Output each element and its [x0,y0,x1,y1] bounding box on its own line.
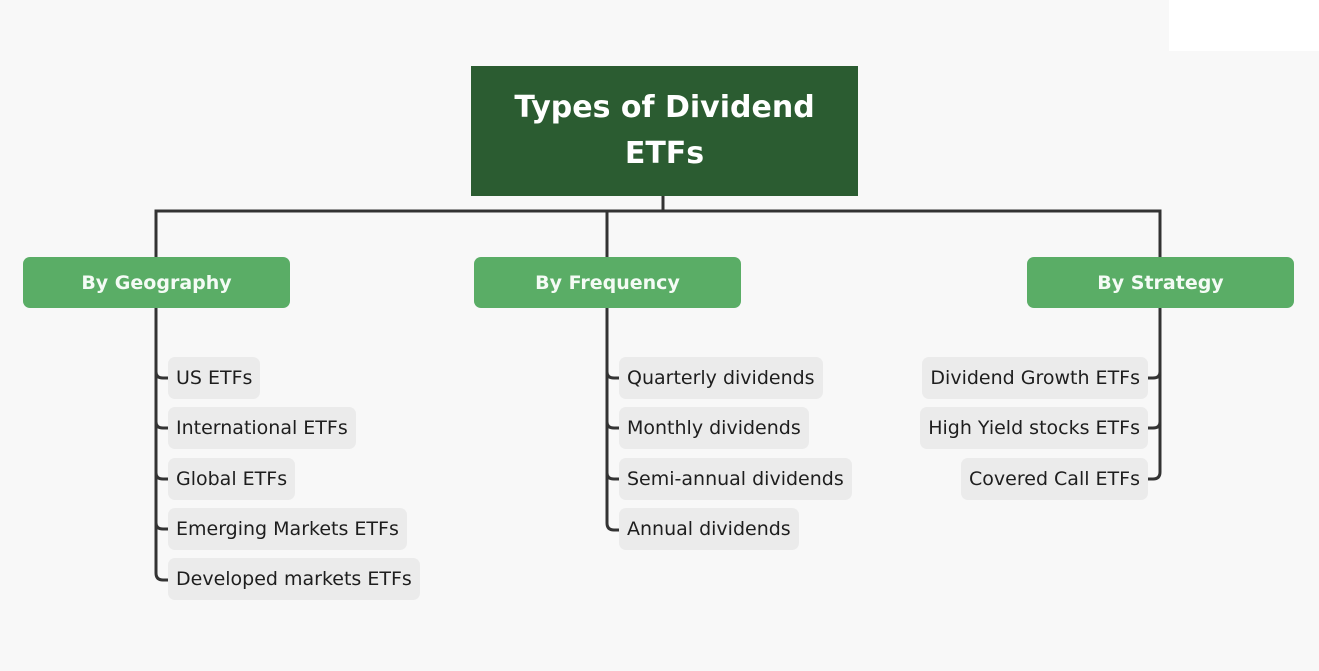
blank-panel [1169,0,1319,51]
leaf-annual-dividends[interactable]: Annual dividends [619,508,799,550]
category-by-geography[interactable]: By Geography [23,257,290,308]
leaf-dividend-growth-etfs[interactable]: Dividend Growth ETFs [922,357,1148,399]
root-title-line-2: ETFs [624,136,705,171]
leaf-quarterly-dividends[interactable]: Quarterly dividends [619,357,823,399]
leaf-covered-call-etfs[interactable]: Covered Call ETFs [961,458,1148,500]
leaf-global-etfs[interactable]: Global ETFs [168,458,296,500]
leaf-emerging-markets-etfs[interactable]: Emerging Markets ETFs [168,508,407,550]
leaf-us-etfs[interactable]: US ETFs [168,357,261,399]
leaf-monthly-dividends[interactable]: Monthly dividends [619,407,809,449]
leaf-semi-annual-dividends[interactable]: Semi-annual dividends [619,458,852,500]
leaf-international-etfs[interactable]: International ETFs [168,407,356,449]
category-by-strategy[interactable]: By Strategy [1027,257,1294,308]
leaf-developed-markets-etfs[interactable]: Developed markets ETFs [168,558,420,600]
leaf-high-yield-stocks-etfs[interactable]: High Yield stocks ETFs [920,407,1148,449]
root-topic[interactable]: Types of Dividend ETFs [471,66,858,196]
root-title-line-1: Types of Dividend [514,90,815,125]
category-by-frequency[interactable]: By Frequency [474,257,741,308]
